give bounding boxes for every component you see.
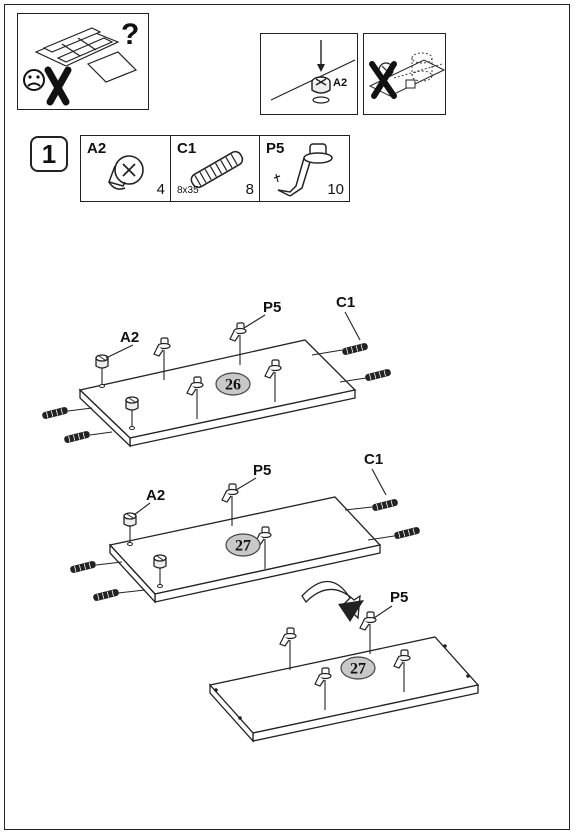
part-code: P5 [266,140,285,157]
hole-marker [214,688,218,692]
part-cell-c1: C1 8x35 8 [170,135,260,202]
part-size: 8x35 [177,185,199,196]
cross-mark-icon [44,66,72,106]
cam-insert-correct-box: A2 [260,33,358,115]
wooden-dowel-icon [63,430,91,444]
dowel-guide [311,349,343,356]
hole-marker [238,716,242,720]
shelf-support-icon [359,611,377,655]
panel-number: 27 [235,538,251,555]
leader-line [133,502,151,516]
board-side-edge [109,543,156,604]
dowel-guide [95,561,123,566]
panel-number-badge [215,372,251,396]
hole-marker [443,644,447,648]
panel-assembly-27-bottom: 27 P5 [208,589,480,743]
board-on-floor-icon [86,51,138,83]
label-p5: P5 [390,589,408,606]
wooden-dowel-icon [41,406,69,420]
wooden-dowel-icon [92,588,120,602]
cam-lock-icon [311,76,331,104]
leader-line [243,314,266,329]
wooden-dowel-icon [190,150,244,189]
label-a2: A2 [120,329,139,346]
question-mark: ? [121,18,139,51]
cam-lock-icon [108,155,144,190]
wooden-dowel-icon [371,498,399,512]
flip-arrow-icon [301,580,364,622]
shelf-support-icon [273,143,333,197]
panel-number: 26 [225,377,241,394]
cam-insert-wrong-illustration [368,52,446,99]
dowel-guide [339,377,367,383]
dowel-guide [367,535,395,541]
wooden-dowel-icon [341,342,369,356]
cam-lock-icon [95,354,109,389]
panel-assembly-26: 26 A2 P5 C1 [41,294,392,448]
part-code: A2 [87,140,107,157]
leader-line [344,311,361,341]
dowel-guide [67,407,93,412]
panel-number-badge [340,656,376,680]
floor-warning-illustration: ? [23,18,139,106]
leader-line [371,468,387,496]
part-qty: 8 [245,181,254,198]
cross-mark-icon [369,61,397,99]
wooden-dowel-icon [364,368,392,382]
label-c1: C1 [364,451,383,468]
step-number: 1 [30,136,68,172]
sad-face-icon [23,69,45,91]
dowel-guide [117,589,146,594]
detail-label: A2 [333,77,347,89]
panel-number-badge [225,533,261,557]
page-border [4,4,570,830]
part-cell-p5: P5 10 [259,135,350,202]
label-p5: P5 [263,299,281,316]
leader-line [235,477,257,491]
part-code: C1 [177,140,197,157]
part-cell-a2: A2 4 [80,135,171,202]
leader-line [373,605,393,619]
floor-warning-box: ? [17,13,149,110]
cam-insert-correct-illustration: A2 [270,40,356,104]
dowel-guide [89,431,113,436]
part-qty: 4 [156,181,165,198]
part-qty: 10 [327,181,344,198]
cam-insert-wrong-box [363,33,446,115]
hole-marker [466,674,470,678]
label-p5: P5 [253,462,271,479]
label-c1: C1 [336,294,355,311]
panel-number: 27 [350,661,366,678]
board-side-edge [79,388,131,448]
wooden-dowel-icon [69,560,97,574]
wooden-dowel-icon [393,526,421,540]
shelf-support-icon [279,627,297,671]
label-a2: A2 [146,487,165,504]
dowel-guide [344,506,373,511]
leader-line [105,344,134,359]
